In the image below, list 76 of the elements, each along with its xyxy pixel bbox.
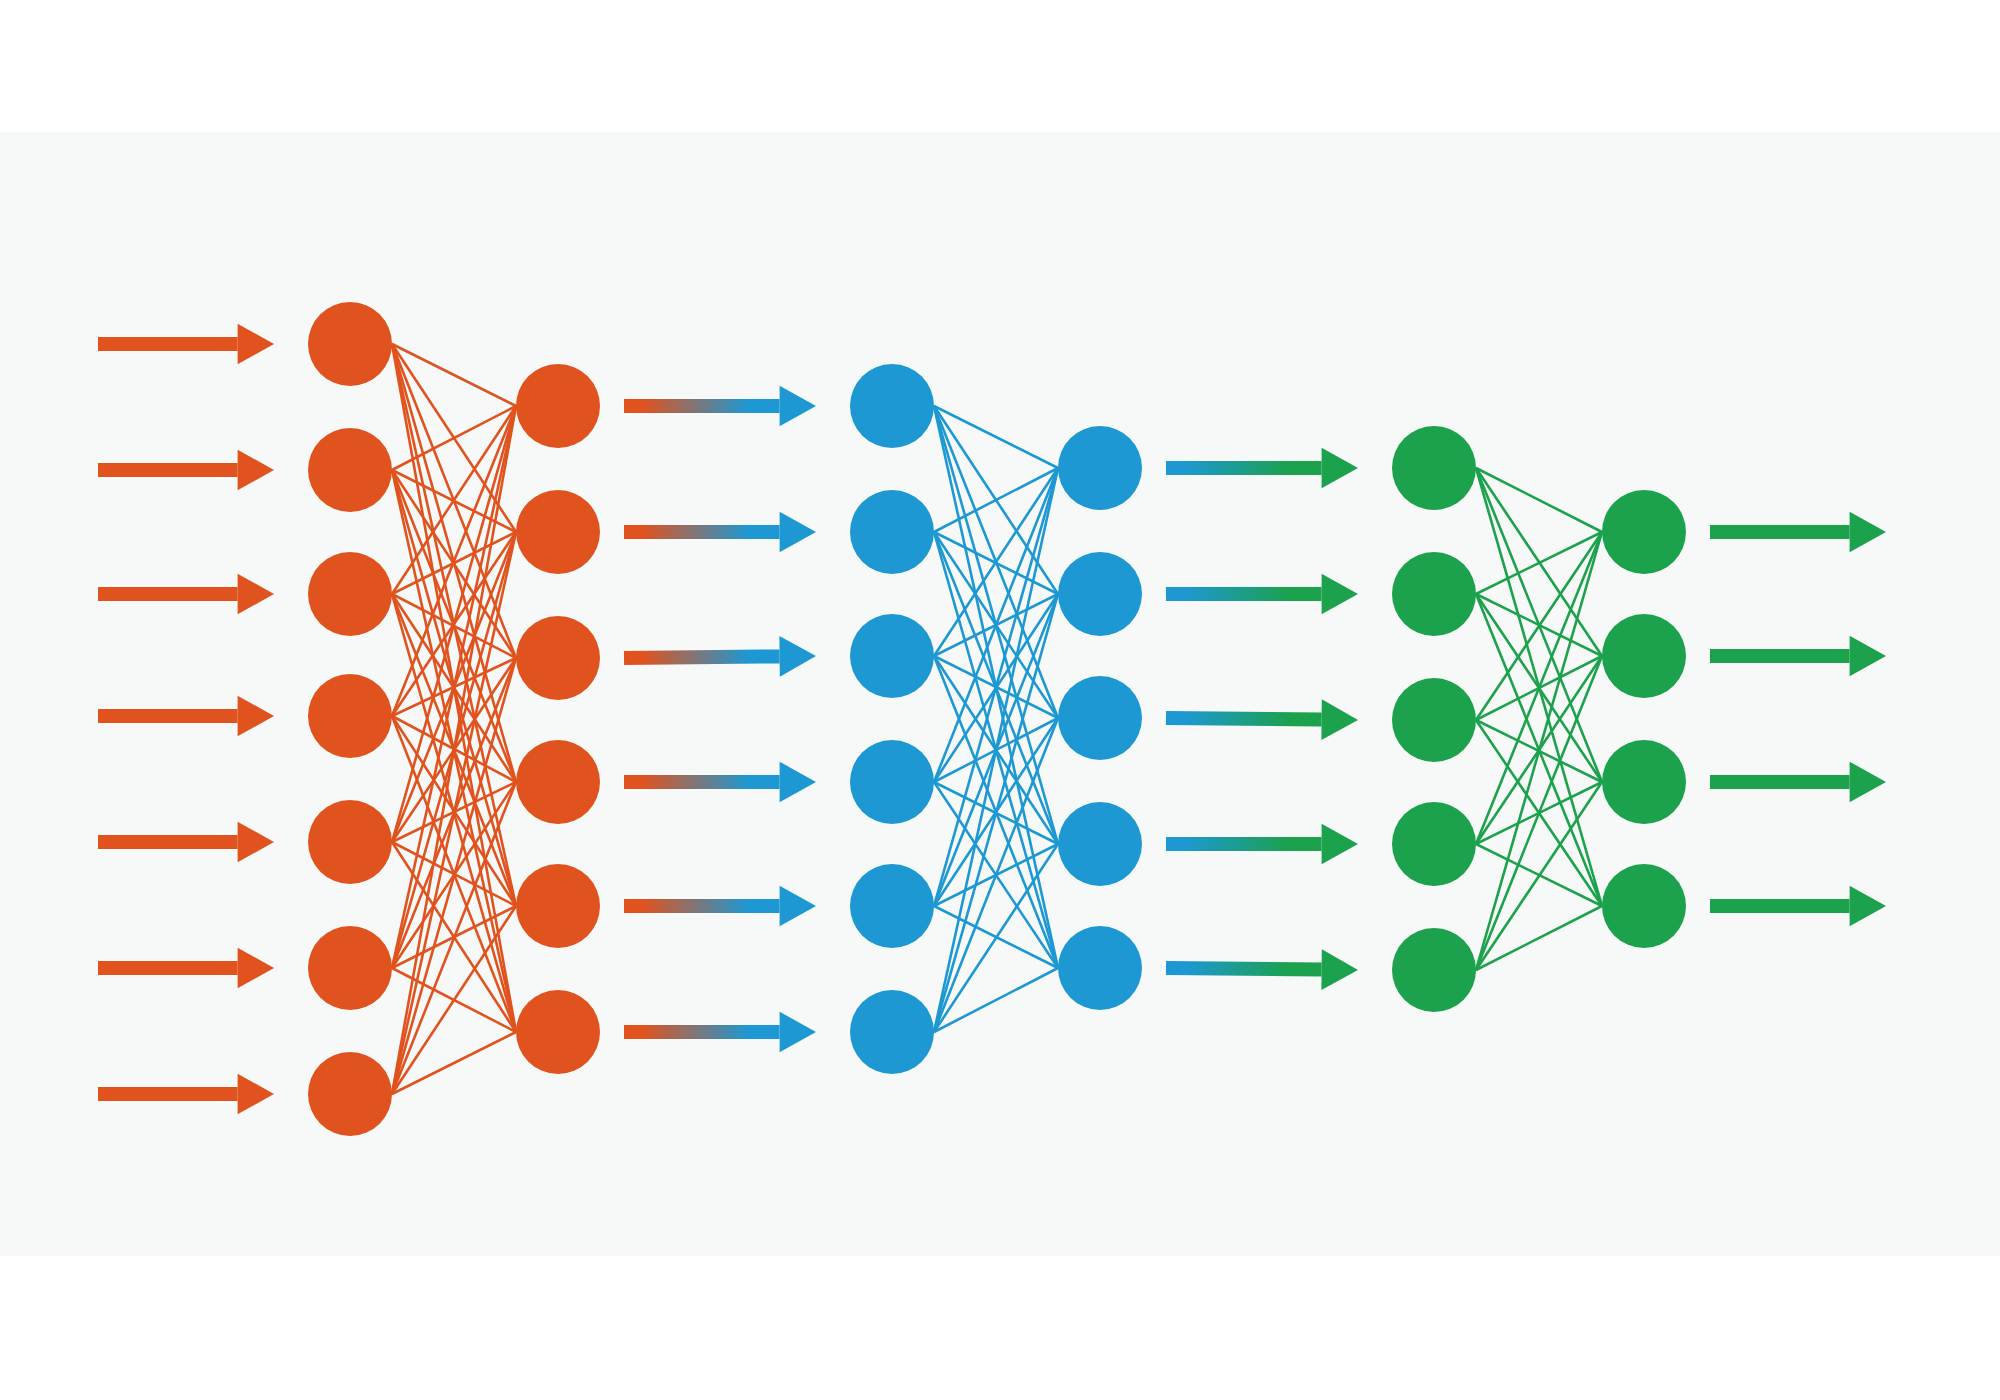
- connection-line: [1474, 655, 1604, 845]
- arrow: [624, 761, 816, 803]
- connection-line: [932, 781, 1060, 969]
- connection-line: [933, 654, 1059, 720]
- connection-line: [391, 468, 517, 534]
- connection-line: [933, 404, 1059, 470]
- connection-line: [1475, 654, 1603, 722]
- connection-line: [390, 343, 518, 533]
- arrow: [624, 385, 816, 427]
- arrow: [624, 885, 816, 927]
- connection-line: [932, 531, 1060, 719]
- arrow: [1165, 949, 1358, 990]
- arrow: [98, 695, 274, 737]
- connection-line: [932, 717, 1060, 907]
- arrow: [1710, 761, 1886, 803]
- connection-line: [1474, 781, 1604, 971]
- connection-line: [1475, 592, 1603, 658]
- connection-line: [932, 467, 1060, 657]
- arrow: [98, 947, 274, 989]
- connection-line: [1474, 531, 1604, 721]
- connection-line: [1475, 842, 1603, 908]
- connection-line: [933, 842, 1059, 908]
- connection-line: [390, 469, 518, 659]
- connection-line: [933, 716, 1059, 784]
- connection-line: [933, 966, 1059, 1034]
- connection-line: [932, 655, 1060, 845]
- connection-line: [391, 592, 517, 660]
- connection-line: [1475, 904, 1603, 972]
- connection-line: [932, 843, 1060, 1033]
- connection-line: [1475, 466, 1603, 534]
- connection-line: [391, 342, 517, 408]
- arrow: [1710, 885, 1886, 927]
- arrow: [1166, 573, 1358, 615]
- connection-line: [390, 593, 518, 783]
- connection-line: [1474, 593, 1604, 783]
- arrow: [1166, 823, 1358, 865]
- arrow: [624, 511, 816, 553]
- arrow: [98, 1073, 274, 1115]
- connection-line: [933, 904, 1059, 970]
- arrow: [1710, 511, 1886, 553]
- connection-line: [390, 841, 518, 1033]
- connection-line: [391, 904, 517, 970]
- connection-line: [933, 780, 1059, 846]
- connection-line: [933, 592, 1059, 658]
- arrow: [1166, 447, 1358, 489]
- connection-line: [391, 404, 517, 472]
- arrow: [624, 1011, 816, 1053]
- connection-line: [390, 405, 518, 595]
- connection-line: [933, 530, 1059, 596]
- connection-line: [391, 1030, 517, 1096]
- connection-line: [1474, 719, 1604, 907]
- connection-line: [391, 530, 517, 596]
- arrow: [98, 449, 274, 491]
- arrow: [1165, 699, 1358, 740]
- connection-line: [932, 405, 1060, 595]
- connection-line: [1475, 780, 1603, 846]
- connection-line: [390, 657, 518, 843]
- arrow: [1710, 635, 1886, 677]
- connection-line: [932, 593, 1060, 783]
- connection-line: [391, 966, 517, 1034]
- connection-line: [391, 840, 517, 908]
- connection-line: [390, 781, 518, 969]
- connection-line: [390, 715, 518, 907]
- arrow: [98, 323, 274, 365]
- connection-line: [391, 780, 517, 844]
- connection-line: [1474, 467, 1604, 657]
- connection-line: [1475, 530, 1603, 596]
- connection-line: [391, 714, 517, 784]
- arrow: [98, 821, 274, 863]
- arrow: [98, 573, 274, 615]
- connection-line: [391, 656, 517, 718]
- arrow: [623, 636, 816, 677]
- connection-line: [390, 531, 518, 717]
- connection-line: [390, 905, 518, 1095]
- connection-line: [1475, 718, 1603, 784]
- connection-line: [933, 466, 1059, 534]
